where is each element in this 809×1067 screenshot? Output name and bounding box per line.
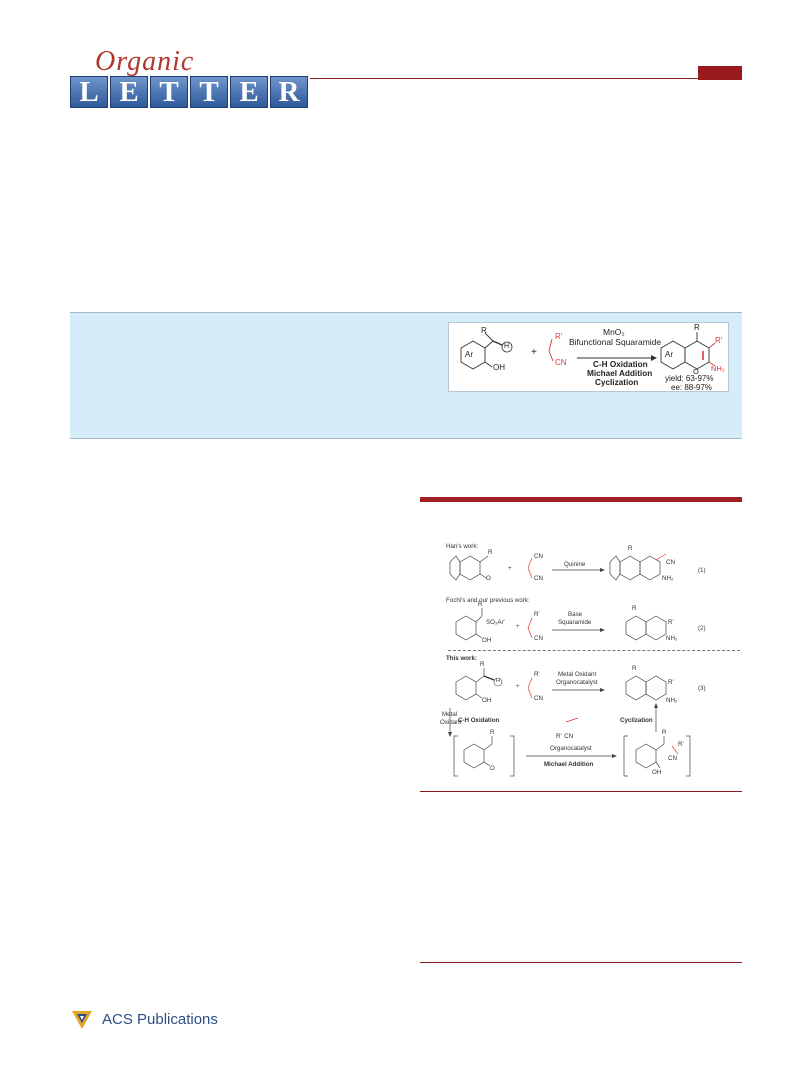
scheme-step-michael-addition: Michael Addition (544, 761, 594, 768)
toc-reagent-cn: CN (555, 358, 567, 367)
footnote-rule (420, 962, 742, 963)
acs-publications-text: ACS Publications (102, 1010, 218, 1028)
scheme-int2-oh: OH (652, 769, 662, 776)
toc-step-2: Michael Addition (587, 369, 653, 378)
scheme-int2-rprime: R' (678, 741, 684, 748)
scheme-2-rprime: R' (534, 611, 540, 618)
toc-product-nh2: NH₂ (711, 364, 725, 373)
toc-product-r: R (694, 323, 700, 332)
scheme-2-cat-base: Base (568, 611, 583, 618)
scheme-1-product-nh2: NH₂ (662, 575, 674, 582)
scheme-bottom-rule (420, 791, 742, 792)
scheme-1-eq: (1) (698, 567, 706, 574)
scheme-3-oh: OH (482, 697, 492, 704)
toc-step-3: Cyclization (595, 378, 639, 387)
scheme-step-ch-oxidation: C-H Oxidation (458, 717, 500, 724)
scheme-3-rprime: R' (534, 671, 540, 678)
scheme-step-metal: Metal (442, 711, 458, 718)
journal-logo-letter: E (110, 76, 148, 108)
scheme-2-plus: + (516, 623, 520, 630)
scheme-label-this-work: This work: (446, 655, 477, 662)
toc-substrate-h: H (504, 343, 510, 350)
scheme-1-product-r: R (628, 545, 633, 552)
scheme-label-previous-work: Fochi's and our previous work: (446, 597, 530, 604)
toc-substrate-ar: Ar (465, 350, 473, 359)
scheme-step-reagent: R' CN (556, 733, 574, 740)
toc-graphic: R Ar H OH + R' CN MnO₂ Bifunctional Squa… (448, 322, 729, 392)
scheme-2-so2ar: SO₂Ar' (486, 619, 505, 626)
scheme-2-product-r: R (632, 605, 637, 612)
scheme-3-cat-organocatalyst: Organocatalyst (556, 679, 598, 686)
toc-substrate-r: R (481, 326, 487, 335)
scheme-2-eq: (2) (698, 625, 706, 632)
scheme-2-cn: CN (534, 635, 543, 642)
journal-logo-letter: L (70, 76, 108, 108)
scheme-figure: Han's work: Fochi's and our previous wor… (440, 540, 740, 785)
toc-product-rprime: R' (715, 336, 723, 345)
toc-substrate-oh: OH (493, 363, 505, 372)
scheme-3-r: R (480, 661, 485, 668)
journal-logo-letter: T (190, 76, 228, 108)
scheme-3-product-rprime: R' (668, 679, 674, 686)
scheme-3-h: H (496, 678, 500, 684)
journal-logo: Organic L E T T E R (70, 46, 310, 110)
scheme-int2-cn: CN (668, 755, 677, 762)
header-rule (310, 78, 742, 79)
scheme-3-cn: CN (534, 695, 543, 702)
toc-product-o: O (693, 367, 699, 376)
scheme-structures (448, 553, 691, 777)
journal-logo-letter: E (230, 76, 268, 108)
scheme-step-oxidant: Oxidant (440, 719, 462, 726)
scheme-1-plus: + (508, 565, 512, 572)
page-tab-marker (698, 66, 742, 80)
toc-structures (460, 332, 716, 370)
scheme-1-cn-top: CN (534, 553, 543, 560)
toc-reagent-rprime: R' (555, 332, 563, 341)
acs-hexagon-icon (72, 1011, 92, 1029)
acs-publications-logo: ACS Publications (70, 1004, 218, 1034)
scheme-1-product-cn: CN (666, 559, 675, 566)
scheme-step-cyclization: Cyclization (620, 717, 653, 724)
scheme-1-o: O (486, 575, 491, 582)
scheme-title-bar (420, 497, 742, 502)
toc-reagent-squaramide: Bifunctional Squaramide (569, 337, 662, 347)
scheme-label-hans-work: Han's work: (446, 543, 479, 550)
scheme-2-r: R (478, 601, 483, 608)
toc-yield: yield: 63-97% (665, 374, 714, 383)
scheme-1-r: R (488, 549, 493, 556)
scheme-divider (448, 650, 740, 651)
scheme-3-cat-oxidant: Metal Oxidant (558, 671, 597, 678)
toc-plus: + (531, 347, 537, 358)
journal-logo-letter: T (150, 76, 188, 108)
scheme-step-organocatalyst: Organocatalyst (550, 745, 592, 752)
journal-logo-organic: Organic (95, 46, 195, 77)
toc-step-1: C-H Oxidation (593, 360, 648, 369)
toc-product-ar: Ar (665, 350, 673, 359)
scheme-int1-o: O (490, 765, 495, 772)
scheme-2-product-nh2: NH₂ (666, 635, 678, 642)
scheme-3-product-nh2: NH₂ (666, 697, 678, 704)
scheme-3-plus: + (516, 683, 520, 690)
scheme-3-product-r: R (632, 665, 637, 672)
toc-ee: ee: 88-97% (671, 383, 712, 392)
scheme-int1-r: R (490, 729, 495, 736)
toc-reagent-mno2: MnO₂ (603, 327, 625, 337)
scheme-1-cn-bottom: CN (534, 575, 543, 582)
journal-logo-letter: R (270, 76, 308, 108)
scheme-int2-r: R (662, 729, 667, 736)
journal-logo-letters: L E T T E R (70, 76, 308, 108)
scheme-3-eq: (3) (698, 685, 706, 692)
scheme-2-product-rprime: R' (668, 619, 674, 626)
scheme-2-oh: OH (482, 637, 492, 644)
scheme-1-catalyst: Quinine (564, 561, 586, 568)
scheme-2-cat-squaramide: Squaramide (558, 619, 592, 626)
